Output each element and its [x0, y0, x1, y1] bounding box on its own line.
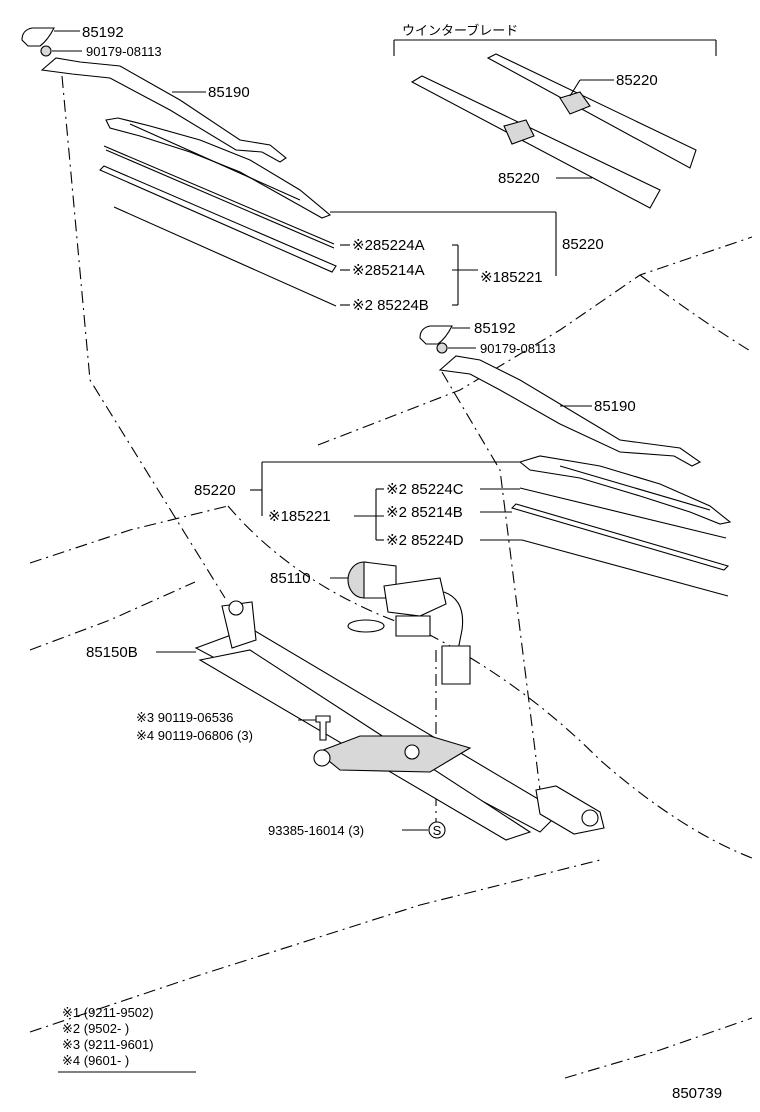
label-winter-blade-b: 85220	[498, 170, 540, 187]
wiper-motor	[330, 561, 471, 685]
winter-blade-upper	[486, 53, 697, 169]
lower-wiper-blade	[250, 455, 732, 525]
label-blade-sub-upper: ※185221	[480, 269, 543, 286]
label-arm-cap-lower: 85192	[474, 320, 516, 337]
label-arm-upper: 85190	[208, 84, 250, 101]
label-nut-lower: 90179-08113	[480, 341, 556, 356]
upper-wiper-blade	[105, 117, 557, 276]
windshield-outline	[29, 236, 753, 1079]
link-screw-mark: S	[402, 821, 446, 839]
screw-mark-letter: S	[433, 823, 442, 838]
lower-wiper-arm	[438, 355, 702, 467]
upper-rubber-strips	[99, 145, 478, 307]
lower-nut	[436, 342, 476, 354]
label-winter-blade-a: 85220	[616, 72, 658, 89]
label-rubber-upper-1: ※285224A	[352, 237, 425, 254]
label-motor: 85110	[270, 570, 311, 587]
label-winter-blade-title: ウインターブレード	[402, 23, 518, 38]
upper-nut	[40, 45, 82, 57]
note-1: ※1 (9211-9502)	[62, 1005, 154, 1020]
upper-arm-cap	[21, 27, 80, 47]
label-rubber-lower-2: ※2 85214B	[386, 504, 463, 521]
link-bolt	[298, 715, 331, 741]
note-3: ※3 (9211-9601)	[62, 1037, 154, 1052]
label-bolt-2: ※4 90119-06806 (3)	[136, 728, 253, 743]
label-link: 85150B	[86, 644, 138, 661]
label-rubber-upper-2: ※285214A	[352, 262, 425, 279]
lower-rubber-strips	[354, 487, 730, 597]
label-blade-lower: 85220	[194, 482, 236, 499]
label-rubber-upper-3: ※2 85224B	[352, 297, 429, 314]
lower-arm-cap	[419, 325, 470, 345]
applicability-notes: ※1 (9211-9502) ※2 (9502- ) ※3 (9211-9601…	[58, 1005, 196, 1073]
winter-blade-lower	[410, 75, 661, 209]
label-blade-sub-lower: ※185221	[268, 508, 331, 525]
label-arm-lower: 85190	[594, 398, 636, 415]
label-rubber-lower-1: ※2 85224C	[386, 481, 464, 498]
winter-blade-bracket	[393, 39, 717, 56]
note-4: ※4 (9601- )	[62, 1053, 129, 1068]
diagram-number: 850739	[672, 1085, 722, 1102]
upper-wiper-arm	[40, 57, 287, 163]
wiper-linkage	[156, 600, 605, 841]
label-blade-upper: 85220	[562, 236, 604, 253]
label-screw: 93385-16014 (3)	[268, 823, 364, 838]
label-arm-cap-upper: 85192	[82, 24, 124, 41]
note-2: ※2 (9502- )	[62, 1021, 129, 1036]
label-bolt-1: ※3 90119-06536	[136, 710, 233, 725]
label-rubber-lower-3: ※2 85224D	[386, 532, 464, 549]
label-nut-upper: 90179-08113	[86, 44, 162, 59]
